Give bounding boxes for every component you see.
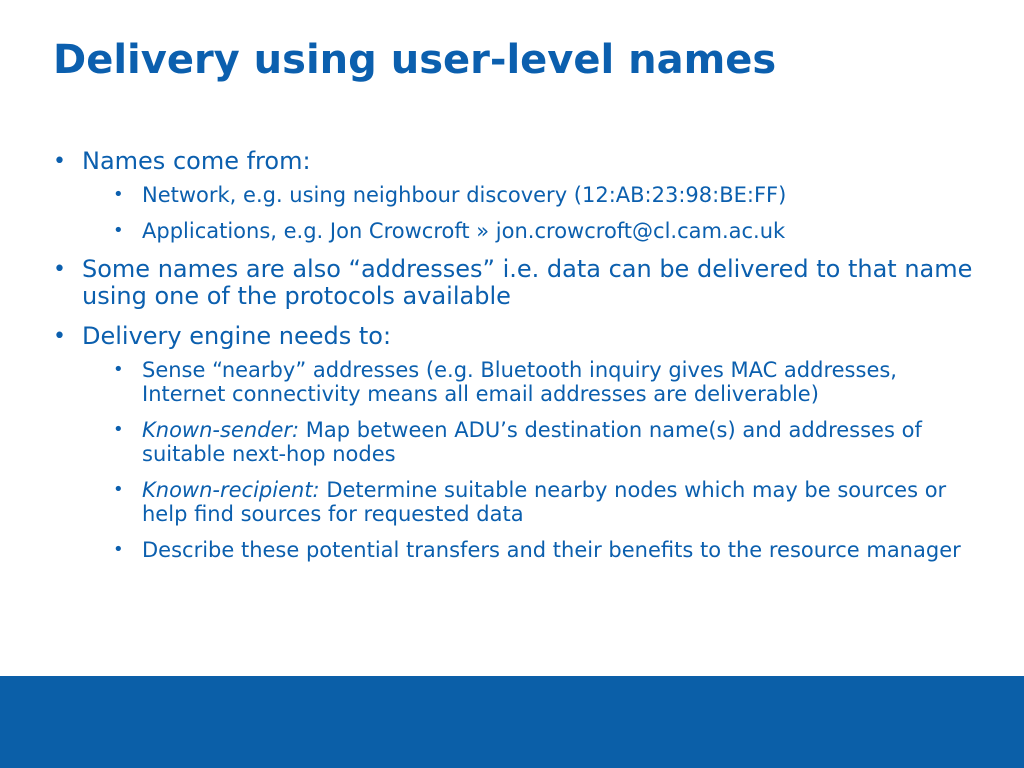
slide-title: Delivery using user-level names: [53, 37, 777, 83]
sub-bullet-item: • Network, e.g. using neighbour discover…: [113, 183, 973, 207]
sub-bullet-text: Network, e.g. using neighbour discovery …: [142, 183, 787, 207]
sub-bullet-text: Determine suitable nearby nodes which ma…: [142, 478, 947, 526]
sub-bullet-lead: Known-recipient:: [142, 478, 320, 502]
sub-bullet-icon: •: [113, 479, 124, 500]
sub-bullet-item: • Known-recipient: Determine suitable ne…: [113, 478, 973, 526]
sub-bullet-text: Describe these potential transfers and t…: [142, 538, 961, 562]
sub-bullet-item: • Applications, e.g. Jon Crowcroft » jon…: [113, 219, 973, 243]
sub-bullet-item: • Known-sender: Map between ADU’s destin…: [113, 418, 973, 466]
bullet-item: • Some names are also “addresses” i.e. d…: [53, 256, 973, 310]
bullet-icon: •: [53, 149, 66, 174]
sub-bullet-icon: •: [113, 419, 124, 440]
sub-bullet-list: • Network, e.g. using neighbour discover…: [113, 183, 973, 243]
sub-bullet-list: • Sense “nearby” addresses (e.g. Bluetoo…: [113, 358, 973, 562]
bullet-icon: •: [53, 257, 66, 282]
sub-bullet-text: Applications, e.g. Jon Crowcroft » jon.c…: [142, 219, 786, 243]
sub-bullet-text: Sense “nearby” addresses (e.g. Bluetooth…: [142, 358, 897, 406]
sub-bullet-icon: •: [113, 220, 124, 241]
sub-bullet-icon: •: [113, 539, 124, 560]
sub-bullet-item: • Sense “nearby” addresses (e.g. Bluetoo…: [113, 358, 973, 406]
bullet-list: • Names come from: • Network, e.g. using…: [53, 147, 973, 563]
bullet-item: • Names come from: • Network, e.g. using…: [53, 147, 973, 244]
sub-bullet-icon: •: [113, 184, 124, 205]
sub-bullet-lead: Known-sender:: [142, 418, 300, 442]
sub-bullet-item: • Describe these potential transfers and…: [113, 538, 973, 562]
footer-bar: [0, 676, 1024, 768]
bullet-text: Some names are also “addresses” i.e. dat…: [82, 255, 973, 310]
bullet-icon: •: [53, 324, 66, 349]
sub-bullet-icon: •: [113, 359, 124, 380]
bullet-text: Delivery engine needs to:: [82, 322, 392, 350]
sub-bullet-text: Map between ADU’s destination name(s) an…: [142, 418, 922, 466]
bullet-text: Names come from:: [82, 147, 311, 175]
bullet-item: • Delivery engine needs to: • Sense “nea…: [53, 322, 973, 563]
slide-body: • Names come from: • Network, e.g. using…: [53, 148, 973, 575]
